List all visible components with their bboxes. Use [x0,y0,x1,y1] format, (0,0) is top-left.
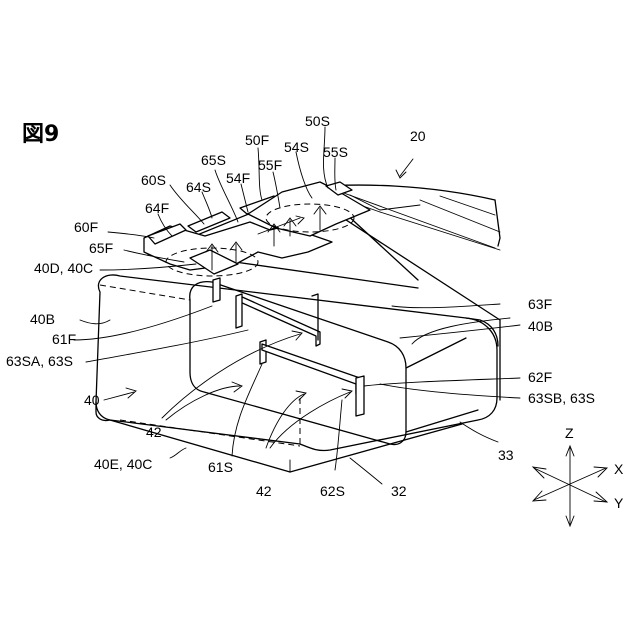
label-61S: 61S [208,459,233,475]
axis-y-label: Y [614,495,624,511]
label-65S: 65S [201,152,226,168]
label-55S: 55S [323,144,348,160]
label-62F: 62F [528,369,552,385]
busbar-plates [144,182,370,276]
label-50S: 50S [305,113,330,129]
label-63SB-63S: 63SB, 63S [528,390,595,406]
label-64S: 64S [186,179,211,195]
figure-title: 図9 [22,122,59,147]
label-40E-40C: 40E, 40C [94,456,152,472]
axes-indicator: Z X Y [533,425,624,526]
label-42-bottom: 42 [256,483,272,499]
label-55F: 55F [258,157,282,173]
axis-x-label: X [614,461,624,477]
label-40B-right: 40B [528,318,553,334]
label-40B-left: 40B [30,311,55,327]
label-20: 20 [410,128,426,144]
label-60S: 60S [141,172,166,188]
label-61F: 61F [52,331,76,347]
label-54S: 54S [284,139,309,155]
axis-z-label: Z [565,425,574,441]
label-40D-40C: 40D, 40C [34,260,93,276]
label-54F: 54F [226,170,250,186]
label-40: 40 [84,392,100,408]
label-50F: 50F [245,132,269,148]
label-32: 32 [391,483,407,499]
label-65F: 65F [89,240,113,256]
label-64F: 64F [145,200,169,216]
label-60F: 60F [74,219,98,235]
label-62S: 62S [320,483,345,499]
label-33: 33 [498,447,514,463]
label-63F: 63F [528,296,552,312]
label-42-left: 42 [146,424,162,440]
label-63SA-63S: 63SA, 63S [6,353,73,369]
